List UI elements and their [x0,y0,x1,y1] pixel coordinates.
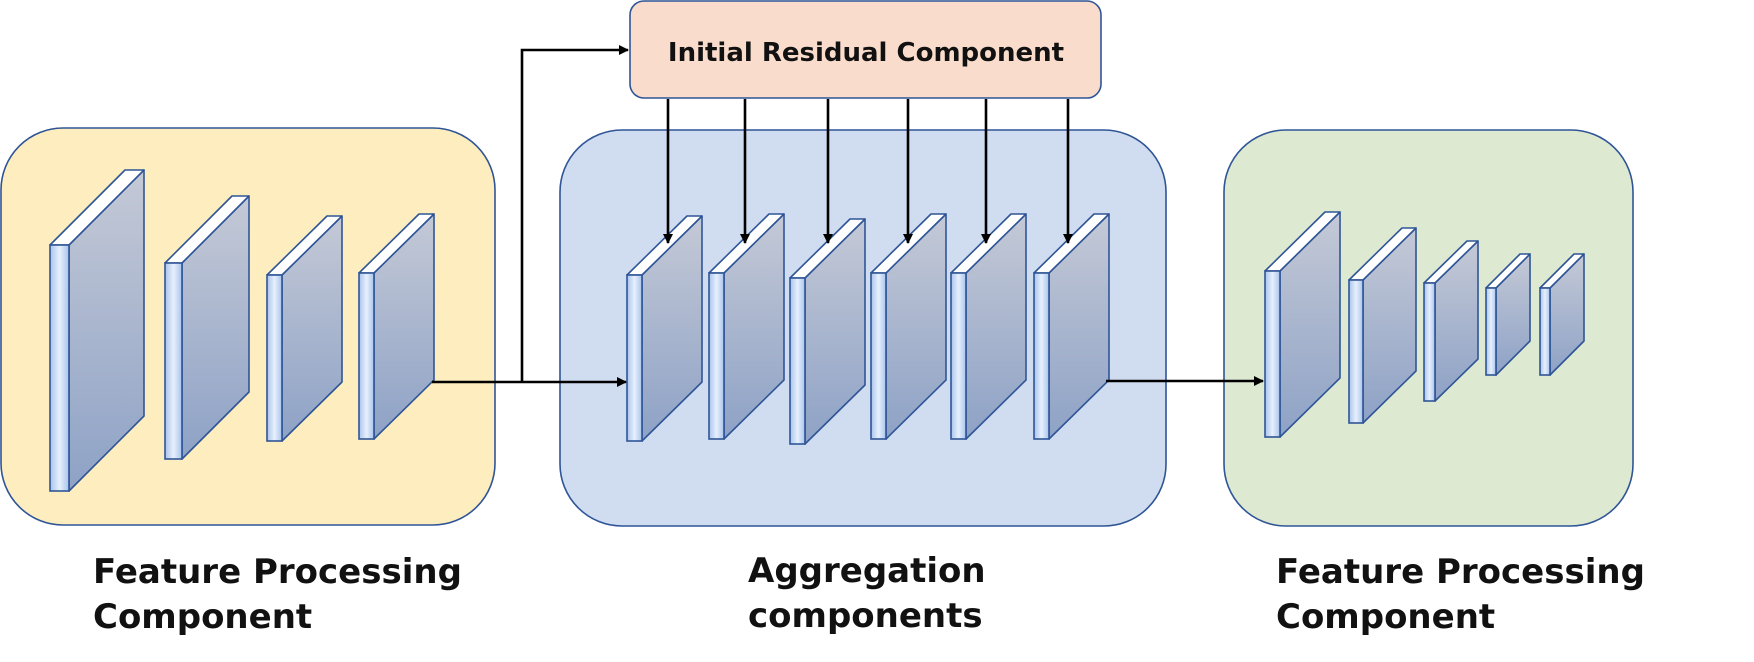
feature-map-block-icon [1423,240,1479,402]
feature-map-block-icon [358,213,435,440]
caption-line: Component [1276,597,1496,637]
feature-map-block-icon [1348,227,1417,424]
layer-front-face [1539,287,1551,376]
feature-map-block-icon [164,195,250,460]
caption-line: components [748,596,983,636]
caption-line: Feature Processing [93,552,462,592]
layer-front-face [358,272,375,440]
layer-front-face [789,277,806,445]
caption-line: Aggregation [748,551,986,591]
layer-front-face [1423,282,1436,402]
layer-front-face [1033,272,1050,440]
caption-feature-processing-right: Feature Processing Component [1276,550,1645,640]
feature-layers [49,169,1585,492]
layer-front-face [1264,270,1281,438]
initial-residual-label: Initial Residual Component [668,38,1064,68]
caption-line: Component [93,597,313,637]
caption-aggregation: Aggregation components [748,549,986,639]
layer-front-face [1348,279,1364,424]
flow-arrows [432,45,1264,387]
layer-front-face [266,274,283,442]
layer-front-face [164,262,183,460]
caption-line: Feature Processing [1276,552,1645,592]
layer-front-face [1485,287,1497,376]
feature-map-block-icon [1264,211,1341,438]
initial-residual-box [629,0,1102,99]
feature-map-block-icon [49,169,145,492]
layer-front-face [870,272,887,440]
layer-front-face [626,274,643,442]
layer-front-face [950,272,967,440]
layer-front-face [49,244,70,492]
feature-map-block-icon [1539,253,1585,376]
caption-feature-processing-left: Feature Processing Component [93,550,462,640]
feature-map-block-icon [266,215,343,442]
feature-map-block-icon [1485,253,1531,376]
feature-map-block-icon [789,218,866,445]
feature-map-block-icon [626,215,703,442]
layer-front-face [708,272,725,440]
arrow-icon [520,45,629,382]
